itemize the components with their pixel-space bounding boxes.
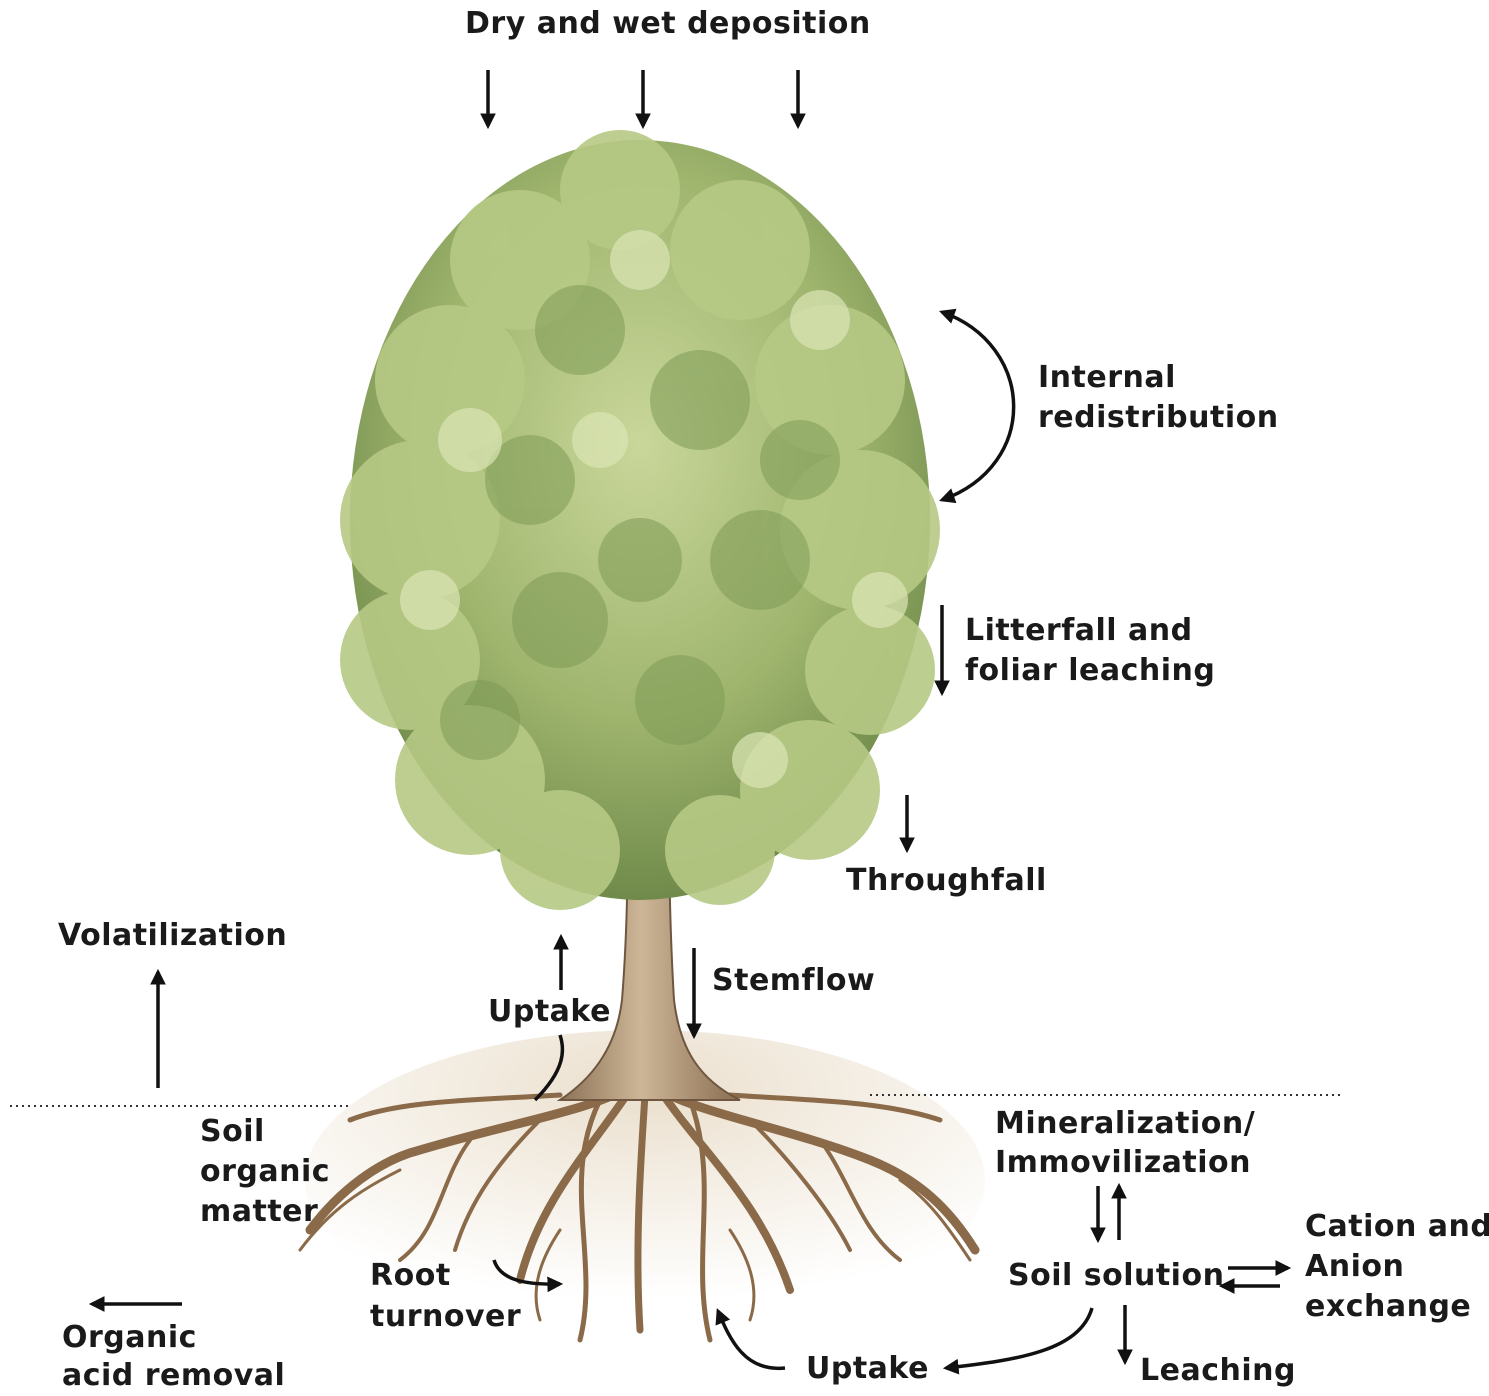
internal-redistribution-arrow [942,312,1014,500]
soil-uptake-label: Uptake [806,1349,929,1389]
litterfall-label-line2: foliar leaching [965,651,1215,691]
tree-uptake-label: Uptake [488,992,611,1032]
organic-acid-label-line1: Organic [62,1318,197,1358]
internal-redistribution-label-line1: Internal [1038,358,1176,398]
soil-solution-label: Soil solution [1008,1256,1224,1296]
soil-organic-matter-label-line3: matter [200,1192,318,1232]
leaching-label: Leaching [1140,1351,1296,1391]
soil-organic-matter-label-line2: organic [200,1152,330,1192]
internal-redistribution-label-line2: redistribution [1038,398,1279,438]
tree-canopy [340,130,940,910]
root-turnover-label-line1: Root [370,1256,451,1296]
exchange-label-line1: Cation and [1305,1207,1489,1247]
exchange-label-line2: Anion [1305,1247,1404,1287]
solution-to-uptake-arrow [946,1308,1092,1368]
throughfall-label: Throughfall [846,861,1047,901]
volatilization-label: Volatilization [58,916,287,956]
soil-organic-matter-label-line1: Soil [200,1112,265,1152]
root-turnover-label-line2: turnover [370,1297,521,1337]
stemflow-label: Stemflow [712,961,875,1001]
organic-acid-label-line2: acid removal [62,1356,285,1396]
deposition-label: Dry and wet deposition [465,4,871,44]
mineralization-label-line2: Immovilization [995,1143,1251,1183]
litterfall-label-line1: Litterfall and [965,611,1193,651]
exchange-label-line3: exchange [1305,1287,1471,1327]
mineralization-label-line1: Mineralization/ [995,1104,1255,1144]
